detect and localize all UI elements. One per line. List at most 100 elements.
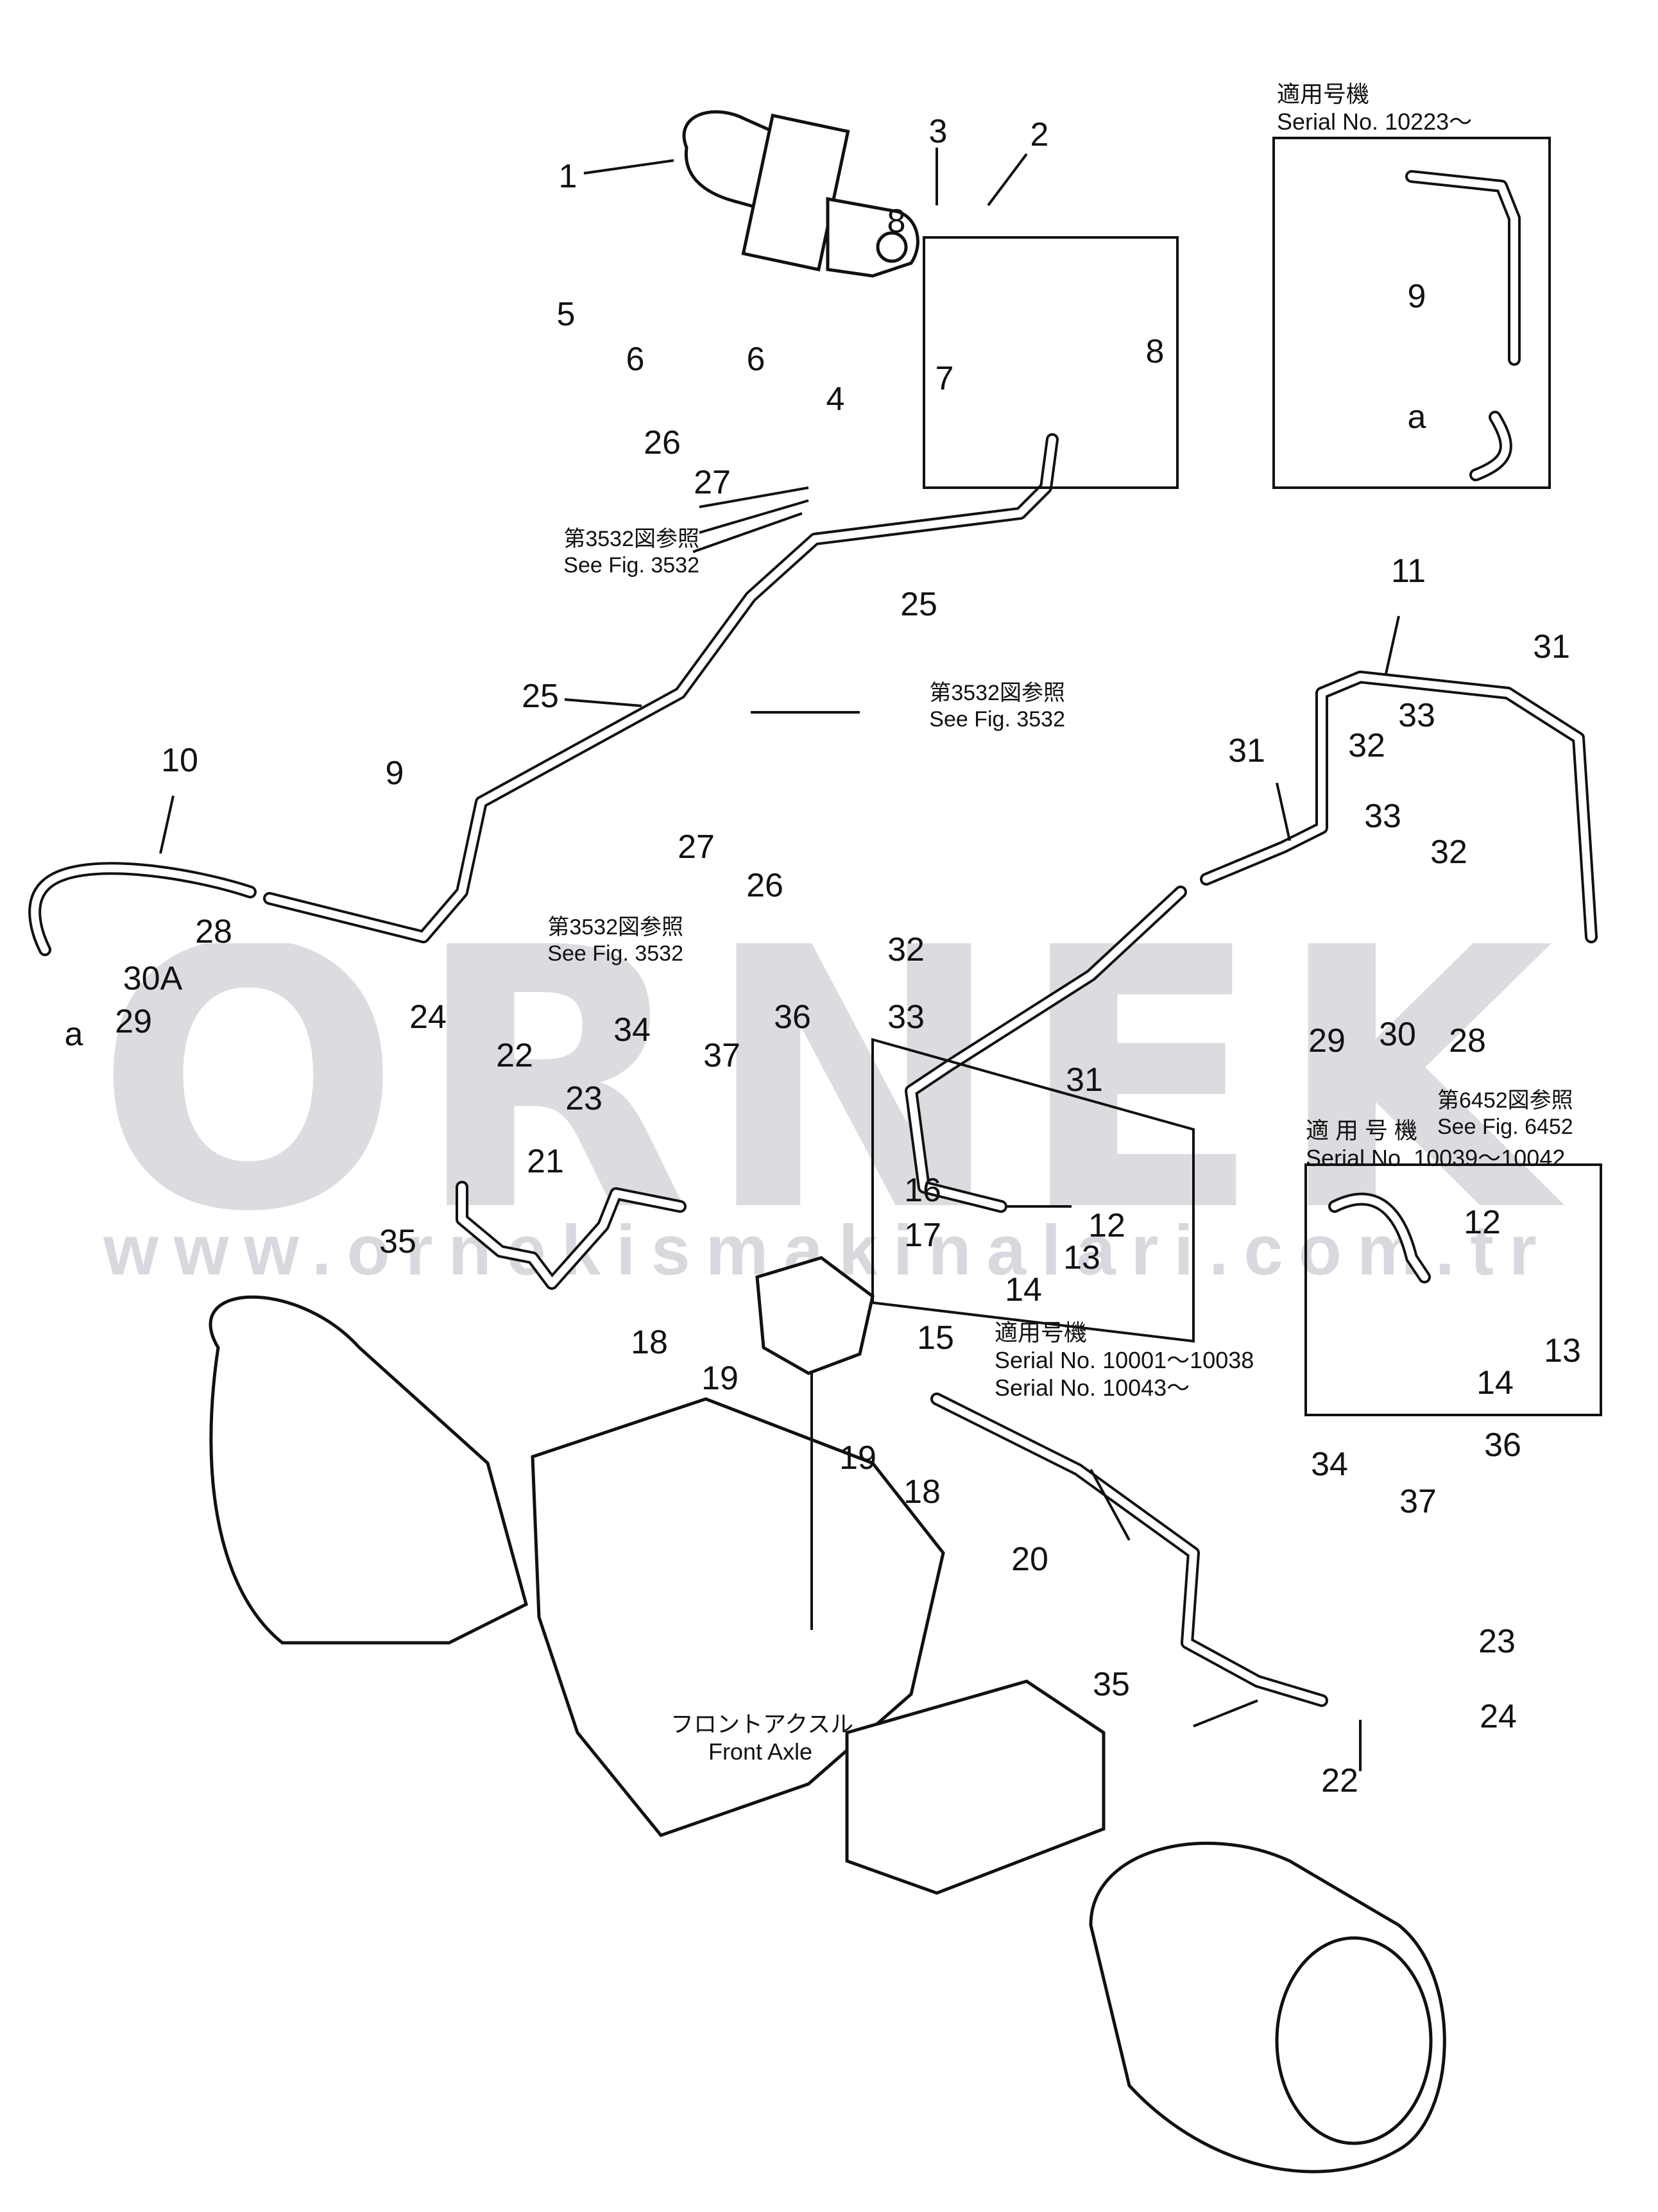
callout: 34: [1311, 1446, 1348, 1483]
callout: 25: [900, 586, 937, 623]
callout: 19: [701, 1360, 739, 1397]
serial-note-en: Serial No. 10043～: [995, 1375, 1190, 1402]
callout: 37: [1399, 1483, 1437, 1520]
callout: 8: [887, 203, 906, 240]
callout: 11: [1391, 553, 1426, 590]
callout: 9: [385, 755, 404, 792]
callout: 36: [774, 999, 811, 1036]
reference-note-en: See Fig. 3532: [563, 553, 699, 578]
reference-note-2: 第3532図参照 See Fig. 3532: [898, 680, 1065, 733]
serial-note-en: Serial No. 10223～: [1277, 108, 1473, 135]
callout: 1: [558, 158, 577, 195]
serial-note-top: 適用号機 Serial No. 10223～: [1277, 80, 1472, 135]
reference-note-en: See Fig. 3532: [547, 941, 683, 966]
callout: 7: [935, 360, 954, 397]
callout: 29: [115, 1003, 152, 1040]
callout: 26: [644, 424, 681, 461]
serial-note-en: Serial No. 10039～10042: [1306, 1145, 1566, 1172]
callout: 19: [839, 1439, 876, 1477]
callout: 35: [1093, 1666, 1130, 1703]
callout: 26: [746, 867, 783, 904]
axle-label-en: Front Axle: [708, 1738, 813, 1765]
callout: 18: [903, 1473, 941, 1511]
serial-note-low: 適用号機 Serial No. 10001～10038 Serial No. 1…: [995, 1319, 1254, 1402]
callout: 13: [1063, 1239, 1100, 1276]
reference-note-en: See Fig. 3532: [929, 707, 1065, 732]
callout: 28: [1449, 1022, 1486, 1059]
callout: 5: [556, 296, 576, 333]
callout: 10: [161, 742, 198, 779]
relay-valve-15: [755, 1256, 875, 1630]
callout: 14: [1476, 1364, 1514, 1402]
front-axle-label: フロントアクスル Front Axle: [671, 1710, 854, 1765]
callout: 28: [195, 913, 232, 950]
reference-note-jp: 第3532図参照: [563, 527, 699, 551]
callout: 31: [1228, 732, 1265, 769]
callout: 32: [1430, 834, 1467, 871]
callout: 27: [694, 464, 731, 501]
callout: 25: [522, 678, 559, 715]
callout: 8: [1145, 333, 1165, 370]
callout: 33: [1398, 697, 1435, 734]
reference-note-3: 第3532図参照 See Fig. 3532: [517, 914, 683, 967]
leader-lines: [159, 148, 1400, 1771]
callout: 22: [1321, 1762, 1358, 1799]
serial-note-jp: 適用号機: [995, 1319, 1088, 1346]
callout: 34: [613, 1011, 651, 1049]
callout: 2: [1030, 116, 1049, 153]
callout: 15: [917, 1319, 954, 1357]
callout: 24: [1480, 1698, 1517, 1735]
callout: 17: [904, 1217, 941, 1254]
callout: 3: [928, 113, 948, 150]
reference-note-4: 第6452図参照 See Fig. 6452: [1437, 1088, 1617, 1140]
callout: 24: [409, 999, 447, 1036]
callout: 21: [527, 1143, 564, 1180]
callout: 31: [1066, 1061, 1103, 1099]
reference-note-jp: 第6452図参照: [1437, 1088, 1573, 1113]
detail-box-mid-right: [1304, 1163, 1602, 1416]
callout: 33: [887, 999, 925, 1036]
callout: 22: [496, 1037, 533, 1074]
callout: 9: [1407, 278, 1426, 315]
callout: 32: [1348, 727, 1385, 764]
callout: 36: [1484, 1427, 1521, 1464]
callout: 33: [1364, 798, 1401, 835]
serial-note-mid: 適 用 号 機 Serial No. 10039～10042: [1306, 1117, 1565, 1172]
callout: 4: [826, 381, 845, 418]
callout: 32: [887, 931, 925, 968]
callout: 14: [1005, 1271, 1042, 1308]
callout: 30: [1379, 1016, 1416, 1053]
reference-note-jp: 第3532図参照: [929, 681, 1065, 705]
callout: 18: [631, 1324, 668, 1361]
axle-label-jp: フロントアクスル: [671, 1711, 854, 1737]
callout: 37: [703, 1037, 740, 1074]
serial-note-en: Serial No. 10001～10038: [995, 1347, 1254, 1374]
front-axle: [209, 1295, 1446, 2173]
callout: 30A: [123, 960, 183, 997]
callout: 6: [746, 341, 765, 378]
callout: 23: [565, 1080, 603, 1117]
serial-note-jp: 適用号機: [1277, 81, 1370, 107]
callout: 31: [1533, 628, 1570, 665]
watermark-brand: ÖRNEK: [95, 943, 1567, 1219]
callout: 12: [1464, 1204, 1501, 1241]
reference-note-en: See Fig. 6452: [1437, 1114, 1573, 1139]
brake-tube-20: [930, 1393, 1328, 1707]
callout: 29: [1308, 1022, 1346, 1059]
callout: 35: [379, 1223, 416, 1260]
detail-box-top-right: [1272, 137, 1551, 489]
serial-note-jp: 適 用 号 機: [1306, 1117, 1418, 1144]
callout: 16: [904, 1172, 941, 1209]
callout: 6: [626, 341, 645, 378]
reference-note-1: 第3532図参照 See Fig. 3532: [552, 526, 699, 579]
callout: 13: [1544, 1332, 1581, 1369]
callout: 20: [1011, 1541, 1048, 1578]
callout: 27: [678, 828, 715, 866]
callout: a: [1407, 399, 1426, 436]
callout: 23: [1478, 1623, 1516, 1660]
callout: 12: [1088, 1207, 1125, 1244]
brake-pump-1: [682, 110, 919, 278]
reference-note-jp: 第3532図参照: [547, 915, 683, 939]
